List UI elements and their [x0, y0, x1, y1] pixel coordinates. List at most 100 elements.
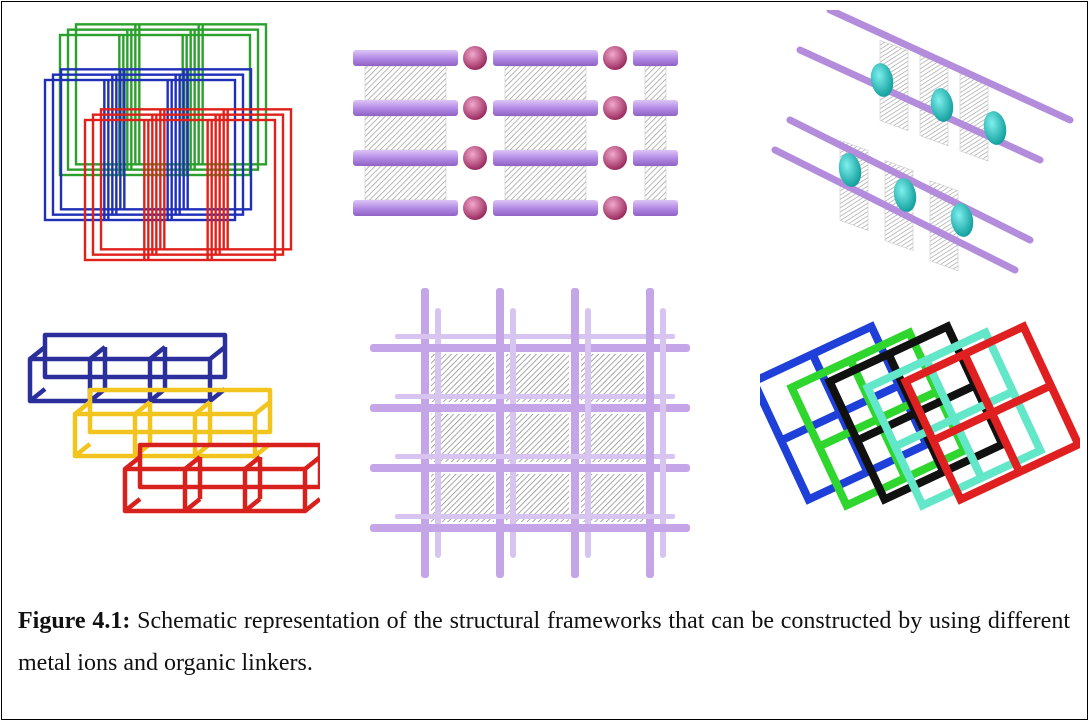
organic-linker-rod: [633, 150, 678, 166]
pillar-block: [644, 115, 667, 151]
frame-layer: [66, 28, 260, 171]
metal-node: [603, 46, 627, 70]
horizontal-linker: [370, 464, 690, 472]
guest-molecule: [983, 111, 1007, 145]
guest-molecule: [950, 203, 974, 237]
metal-node: [603, 96, 627, 120]
box-edge: [303, 455, 320, 471]
vertical-linker: [646, 288, 654, 578]
box-framework-2: [72, 387, 273, 459]
frame-layer: [99, 108, 293, 251]
organic-linker-rail: [786, 116, 1034, 244]
pillar-block: [364, 65, 447, 101]
box-front-face: [122, 466, 308, 514]
guest-molecule: [930, 88, 954, 122]
box-back-face: [42, 332, 228, 380]
organic-linker-rod: [633, 50, 678, 66]
panel-grid-framework: [370, 288, 690, 578]
box-edge: [133, 400, 152, 416]
organic-linker-rod: [493, 50, 598, 66]
guest-molecule: [838, 153, 862, 187]
organic-linker-rod: [633, 100, 678, 116]
metal-node: [603, 196, 627, 220]
vertical-linker: [510, 308, 516, 558]
pillar-block: [644, 165, 667, 201]
metal-node: [463, 196, 487, 220]
box-edge: [208, 345, 227, 361]
pillar-block: [504, 115, 587, 151]
organic-linker-rod: [633, 200, 678, 216]
box-edge: [88, 345, 107, 361]
horizontal-linker: [395, 514, 675, 519]
horizontal-linker: [395, 454, 675, 459]
box-edge: [28, 387, 47, 403]
metal-node: [603, 146, 627, 170]
horizontal-linker: [370, 344, 690, 352]
vertical-linker: [496, 288, 504, 578]
box-front-face: [27, 356, 213, 404]
box-framework-1: [27, 332, 228, 404]
horizontal-linker: [370, 404, 690, 412]
pillar-block: [504, 65, 587, 101]
metal-node: [463, 146, 487, 170]
horizontal-linker: [370, 524, 690, 532]
vertical-linker: [571, 288, 579, 578]
box-edge: [183, 455, 202, 471]
pillar-block: [644, 65, 667, 101]
box-edge: [73, 400, 92, 416]
frame-layer: [43, 78, 237, 222]
box-edge: [253, 400, 272, 416]
box-edge: [123, 455, 142, 471]
figure-caption-text: Schematic representation of the structur…: [18, 608, 1070, 676]
box-edge: [243, 497, 262, 513]
organic-linker-rail: [771, 146, 1019, 274]
pillar-block: [504, 165, 587, 201]
vertical-linker: [660, 308, 666, 558]
box-edge: [303, 497, 320, 513]
organic-linker-rod: [493, 100, 598, 116]
organic-linker-rod: [353, 200, 458, 216]
box-framework-3: [122, 442, 320, 514]
metal-node: [463, 46, 487, 70]
box-back-face: [137, 442, 320, 490]
horizontal-linker: [395, 394, 675, 399]
box-front-face: [72, 411, 258, 459]
organic-linker-rod: [353, 150, 458, 166]
panel-pillared-layers: [353, 46, 678, 220]
grid-outline: [900, 321, 1080, 505]
framework-3: [83, 108, 293, 262]
box-back-face: [87, 387, 273, 435]
frame-layer: [91, 113, 285, 256]
pillar-block: [364, 165, 447, 201]
box-edge: [193, 400, 212, 416]
organic-linker-rod: [353, 50, 458, 66]
square-grid-5: [900, 321, 1080, 505]
box-edge: [148, 345, 167, 361]
vertical-linker: [585, 308, 591, 558]
square-grid-4: [862, 327, 1046, 511]
vertical-linker: [421, 288, 429, 578]
frame-layer: [83, 118, 277, 262]
grid-bar: [931, 381, 1053, 445]
framework-2: [43, 68, 253, 222]
organic-linker-rod: [493, 200, 598, 216]
guest-molecule: [870, 63, 894, 97]
figure-label: Figure 4.1:: [18, 608, 131, 634]
metal-node: [463, 96, 487, 120]
box-edge: [28, 345, 47, 361]
box-edge: [123, 497, 142, 513]
box-edge: [73, 442, 92, 458]
panel-ladder-framework: [771, 10, 1074, 274]
grid-outline: [862, 327, 1046, 511]
frame-layer: [58, 33, 252, 177]
box-edge: [243, 455, 262, 471]
vertical-linker: [435, 308, 441, 558]
panel-interpenetrated-frameworks: [43, 23, 293, 262]
grid-bar: [893, 387, 1015, 451]
organic-linker-rail: [826, 10, 1074, 124]
pillar-block: [364, 115, 447, 151]
organic-linker-rod: [353, 100, 458, 116]
organic-linker-rod: [493, 150, 598, 166]
panel-stacked-boxes: [27, 332, 320, 514]
